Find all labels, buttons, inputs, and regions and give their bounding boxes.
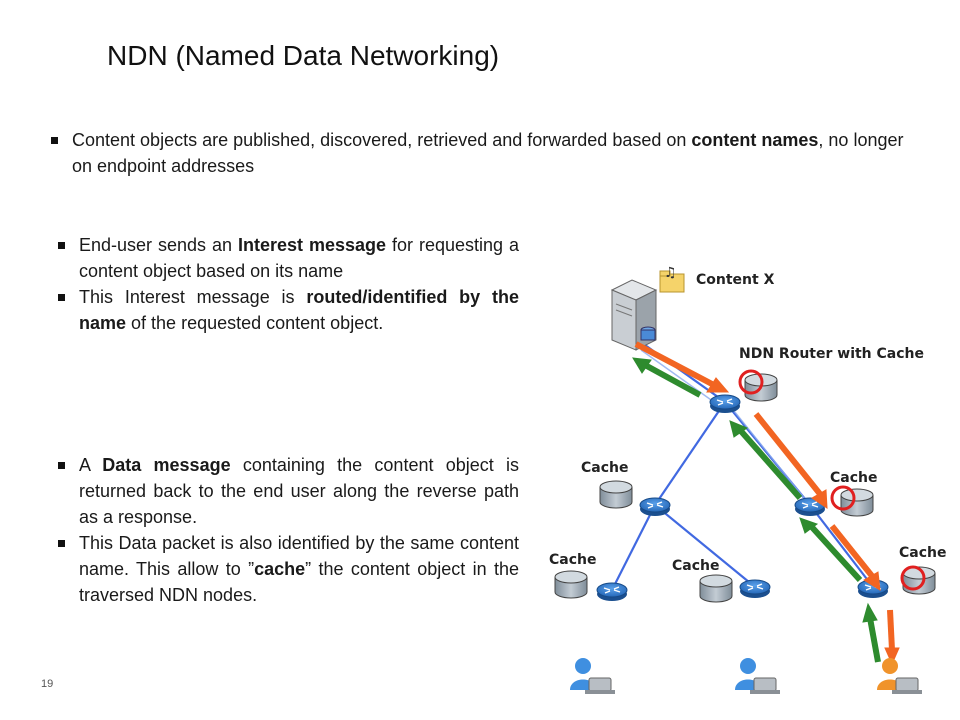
cache-right-icon bbox=[840, 488, 874, 517]
content-x-label: Content X bbox=[696, 272, 775, 288]
cache-marker-leaf-icon bbox=[900, 565, 926, 591]
cache-marker-right-icon bbox=[830, 485, 856, 511]
router-left-icon bbox=[639, 497, 671, 517]
page-number: 19 bbox=[41, 678, 54, 690]
end-user-1-icon bbox=[569, 657, 616, 695]
interest-bullets: End-user sends an Interest message for r… bbox=[58, 232, 524, 336]
requesting-user-icon bbox=[877, 658, 922, 694]
data-bullets: A Data message containing the content ob… bbox=[58, 452, 524, 608]
cache-leaf-1-icon bbox=[554, 570, 588, 599]
bullet-interest-routed: This Interest message is routed/identifi… bbox=[58, 284, 524, 336]
cache-hit-markers bbox=[738, 369, 926, 591]
top-bullet-text: Content objects are published, discovere… bbox=[72, 127, 911, 179]
cache-label-leaf-3: Cache bbox=[899, 545, 947, 561]
bullet-icon bbox=[51, 137, 58, 144]
router-leaf-2-icon bbox=[739, 579, 771, 599]
top-bullet: Content objects are published, discovere… bbox=[51, 127, 911, 179]
router-cache-label: NDN Router with Cache bbox=[739, 346, 925, 362]
bullet-icon bbox=[58, 294, 65, 301]
top-bullet-suffix: , no longer on endpoint addresses bbox=[72, 130, 904, 176]
bullet-data-cache: This Data packet is also identified by t… bbox=[58, 530, 524, 608]
bullet-icon bbox=[58, 462, 65, 469]
cache-label-left: Cache bbox=[581, 460, 629, 476]
data-arrows bbox=[634, 341, 900, 666]
router-core-icon bbox=[709, 394, 741, 414]
content-server-icon bbox=[610, 279, 658, 351]
bullet-interest-send: End-user sends an Interest message for r… bbox=[58, 232, 524, 284]
bullet-data-message: A Data message containing the content ob… bbox=[58, 452, 524, 530]
slide-title: NDN (Named Data Networking) bbox=[107, 40, 500, 71]
bullet-icon bbox=[58, 242, 65, 249]
cache-leaf-3-icon bbox=[902, 566, 936, 595]
end-user-2-icon bbox=[734, 657, 781, 695]
cache-marker-core-icon bbox=[738, 369, 764, 395]
top-bullet-bold: content names bbox=[691, 130, 819, 150]
router-leaf-1-icon bbox=[596, 582, 628, 602]
cache-label-leaf-1: Cache bbox=[549, 552, 597, 568]
bullet-icon bbox=[58, 540, 65, 547]
cache-leaf-2-icon bbox=[699, 574, 733, 603]
interest-arrows bbox=[632, 357, 881, 663]
svg-text:♫: ♫ bbox=[664, 265, 677, 281]
cache-label-right: Cache bbox=[830, 470, 878, 486]
cache-label-leaf-2: Cache bbox=[672, 558, 720, 574]
content-folder-icon: ♫ bbox=[659, 265, 685, 293]
cache-left-icon bbox=[599, 480, 633, 509]
top-bullet-prefix: Content objects are published, discovere… bbox=[72, 130, 692, 150]
